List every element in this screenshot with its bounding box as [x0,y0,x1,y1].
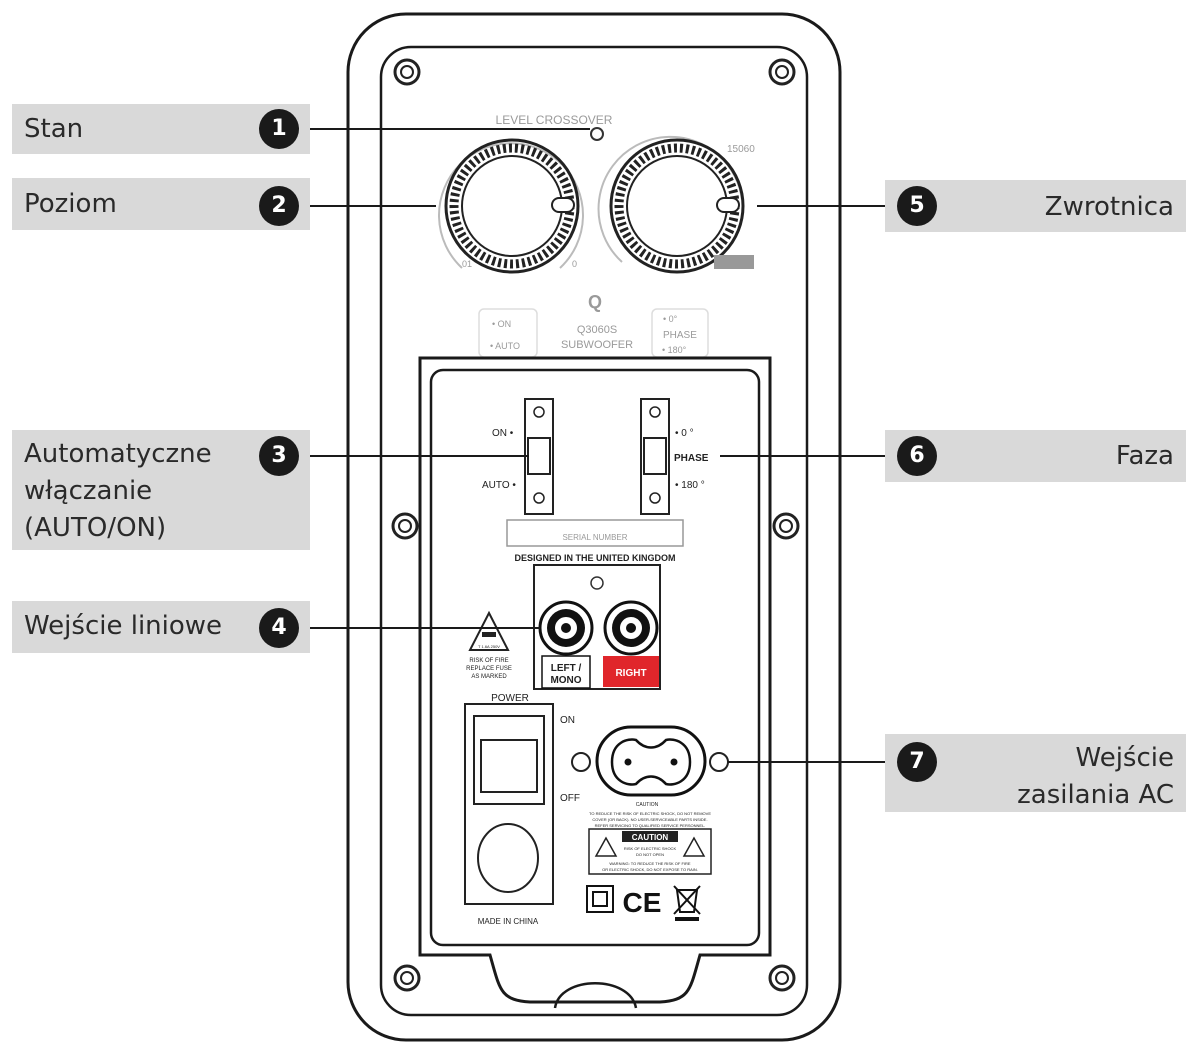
caption-poziom: Poziom [24,189,117,219]
screw-top-right [768,58,796,86]
badge-3: 3 [259,436,299,476]
phase-180-label: • 180 ° [675,480,705,491]
crossover-knob[interactable] [597,135,754,274]
level-knob[interactable] [438,138,584,274]
control-module-inner [429,368,761,947]
weee-bin-icon [673,885,701,921]
ac-power-inlet[interactable] [595,725,707,797]
serial-number-label: SERIAL NUMBER [562,533,627,542]
svg-text:COVER (OR BACK). NO USER-SERVI: COVER (OR BACK). NO USER-SERVICEABLE PAR… [592,817,707,822]
designed-in-uk-label: DESIGNED IN THE UNITED KINGDOM [514,553,675,563]
badge-6: 6 [897,436,937,476]
svg-text:REFER SERVICING TO QUALIFIED S: REFER SERVICING TO QUALIFIED SERVICE PER… [595,823,706,828]
right-rca-jack[interactable] [603,600,659,656]
ac-inlet-mount-right [709,752,729,772]
double-insulation-icon [586,885,614,913]
caption-stan: Stan [24,114,84,144]
caption-ac-input: Wejście zasilania AC [1017,743,1174,810]
power-off-label: OFF [560,793,580,804]
fuse-rating-label: T 1.6A 250V [478,644,500,649]
upper-auto-label: • AUTO [490,341,520,351]
switch-auto-label: AUTO • [482,480,516,491]
left-mono-label-1: LEFT / [551,663,582,674]
ac-inlet-mount-left [571,752,591,772]
svg-text:CAUTION: CAUTION [632,833,669,842]
phase-label: PHASE [674,453,709,464]
badge-5: 5 [897,186,937,226]
caption-line-input: Wejście liniowe [24,611,223,641]
fuse-warning-icon [468,610,510,651]
upper-phase-label: PHASE [663,330,697,341]
switch-on-label: ON • [492,428,514,439]
fuse-label-3: AS MARKED [471,674,507,680]
level-min-label: 01 [462,259,472,269]
badge-4: 4 [259,608,299,648]
left-mono-rca-jack[interactable] [538,600,594,656]
svg-text:RISK OF ELECTRIC SHOCK: RISK OF ELECTRIC SHOCK [624,846,677,851]
phase-switch[interactable] [640,398,670,515]
level-max-label: 0 [572,259,577,269]
caption-box-ac-input [885,734,1186,812]
phase-0-label: • 0 ° [675,428,694,439]
made-in-label: MADE IN CHINA [478,917,539,926]
fuse-holder [477,823,539,893]
power-label: POWER [491,693,529,704]
model-line2: SUBWOOFER [561,339,633,351]
left-mono-tag [541,655,591,689]
left-mono-label-2: MONO [550,675,581,686]
screw-top-left [393,58,421,86]
fuse-label-1: RISK OF FIRE [469,658,508,664]
ce-mark: CE [623,887,662,918]
right-tag [603,656,659,687]
badge-1: 1 [259,109,299,149]
power-switch[interactable] [473,715,545,805]
upper-on-label: • ON [492,319,511,329]
upper-phase-0-label: • 0° [663,314,678,324]
crossover-max-label: 15060 [727,144,755,155]
badge-2: 2 [259,186,299,226]
svg-text:WARNING: TO REDUCE THE RISK OF: WARNING: TO REDUCE THE RISK OF FIRE [609,861,691,866]
fuse-label-2: REPLACE FUSE [466,666,512,672]
screw-bottom-right [768,964,796,992]
svg-text:CAUTION: CAUTION [636,802,659,808]
model-line1: Q3060S [577,324,617,336]
caption-crossover: Zwrotnica [1044,192,1174,222]
status-led [590,127,604,141]
screw-mid-right [772,512,800,540]
serial-number-plate [506,519,684,547]
svg-text:TO REDUCE THE RISK OF ELECTRIC: TO REDUCE THE RISK OF ELECTRIC SHOCK, DO… [589,811,711,816]
level-crossover-label: LEVEL CROSSOVER [496,113,613,127]
right-label: RIGHT [615,668,646,679]
input-indicator [590,576,604,590]
caution-label: CAUTION TO REDUCE THE RISK OF ELECTRIC S… [588,802,712,875]
badge-7: 7 [897,742,937,782]
screw-bottom-left [393,964,421,992]
q-logo: Q [588,292,602,312]
screw-mid-left [391,512,419,540]
caption-phase: Faza [1115,441,1174,471]
upper-phase-180-label: • 180° [662,345,687,355]
power-on-label: ON [560,715,575,726]
svg-text:DO NOT OPEN: DO NOT OPEN [636,852,664,857]
auto-on-switch[interactable] [524,398,554,515]
handle-notch [553,982,638,1009]
svg-text:OR ELECTRIC SHOCK, DO NOT EXPO: OR ELECTRIC SHOCK, DO NOT EXPOSE TO RAIN… [602,867,698,872]
caption-auto-on: Automatyczne włączanie (AUTO/ON) [24,439,212,543]
